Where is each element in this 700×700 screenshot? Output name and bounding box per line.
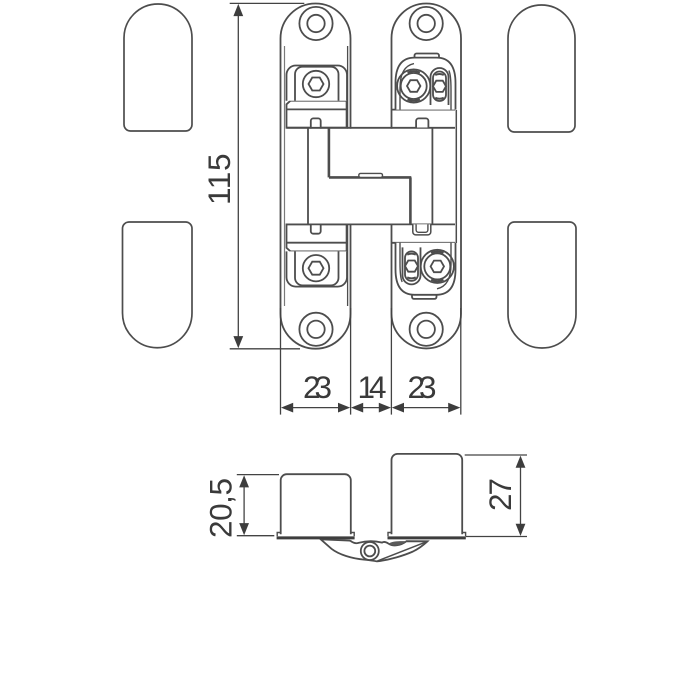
svg-text:20,5: 20,5 <box>203 478 239 538</box>
svg-text:27: 27 <box>482 478 518 511</box>
svg-text:23: 23 <box>303 369 332 405</box>
svg-text:115: 115 <box>201 154 237 206</box>
svg-text:23: 23 <box>408 369 437 405</box>
svg-text:14: 14 <box>358 369 387 405</box>
